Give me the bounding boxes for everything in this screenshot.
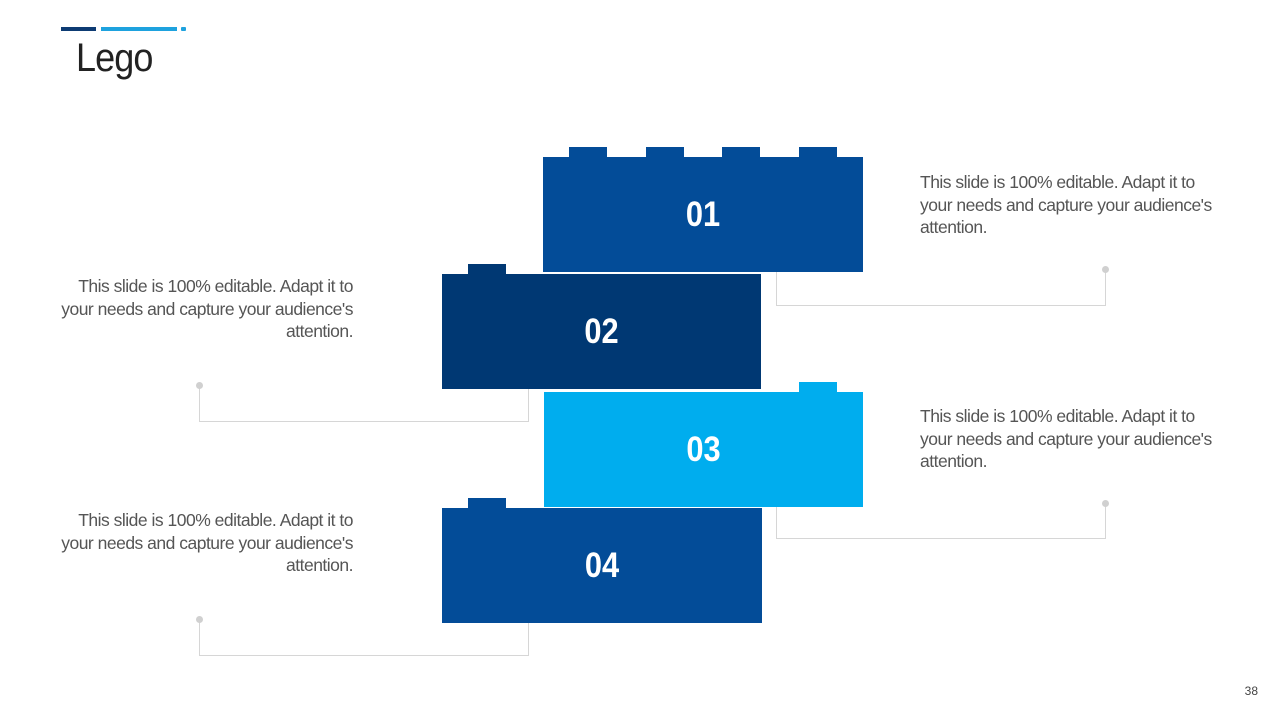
connector-dot-02 [196,382,203,389]
brick-stud [468,498,506,508]
brick-body [442,508,762,623]
connector-dot-03 [1102,500,1109,507]
brick-body [544,392,863,507]
description-02: This slide is 100% editable. Adapt it to… [61,276,353,341]
brick-body [442,274,761,389]
brick-stud [799,147,837,157]
connector-04 [199,620,529,656]
connector-01 [776,270,1106,306]
connector-dot-04 [196,616,203,623]
lego-brick-04: 04 [442,498,762,623]
title-accent-bar-light [101,27,177,31]
description-01: This slide is 100% editable. Adapt it to… [920,172,1212,237]
description-04: This slide is 100% editable. Adapt it to… [61,510,353,575]
brick-stud [722,147,760,157]
slide-title: Lego [76,36,153,80]
brick-number: 04 [584,545,620,585]
brick-number: 01 [685,194,721,234]
lego-brick-03: 03 [544,382,863,507]
connector-dot-01 [1102,266,1109,273]
title-accent-bar-dark [61,27,96,31]
brick-number: 03 [686,429,721,469]
title-accent-dot [181,27,186,31]
brick-stud [569,147,607,157]
page-number: 38 [1244,684,1258,698]
connector-03 [776,503,1106,539]
brick-stud [468,264,506,274]
brick-stud [799,382,837,392]
brick-number: 02 [584,311,619,351]
brick-stud [646,147,684,157]
lego-brick-02: 02 [442,264,761,389]
connector-02 [199,385,529,422]
brick-body [543,157,863,272]
description-03: This slide is 100% editable. Adapt it to… [920,406,1212,471]
lego-brick-01: 01 [543,147,863,272]
